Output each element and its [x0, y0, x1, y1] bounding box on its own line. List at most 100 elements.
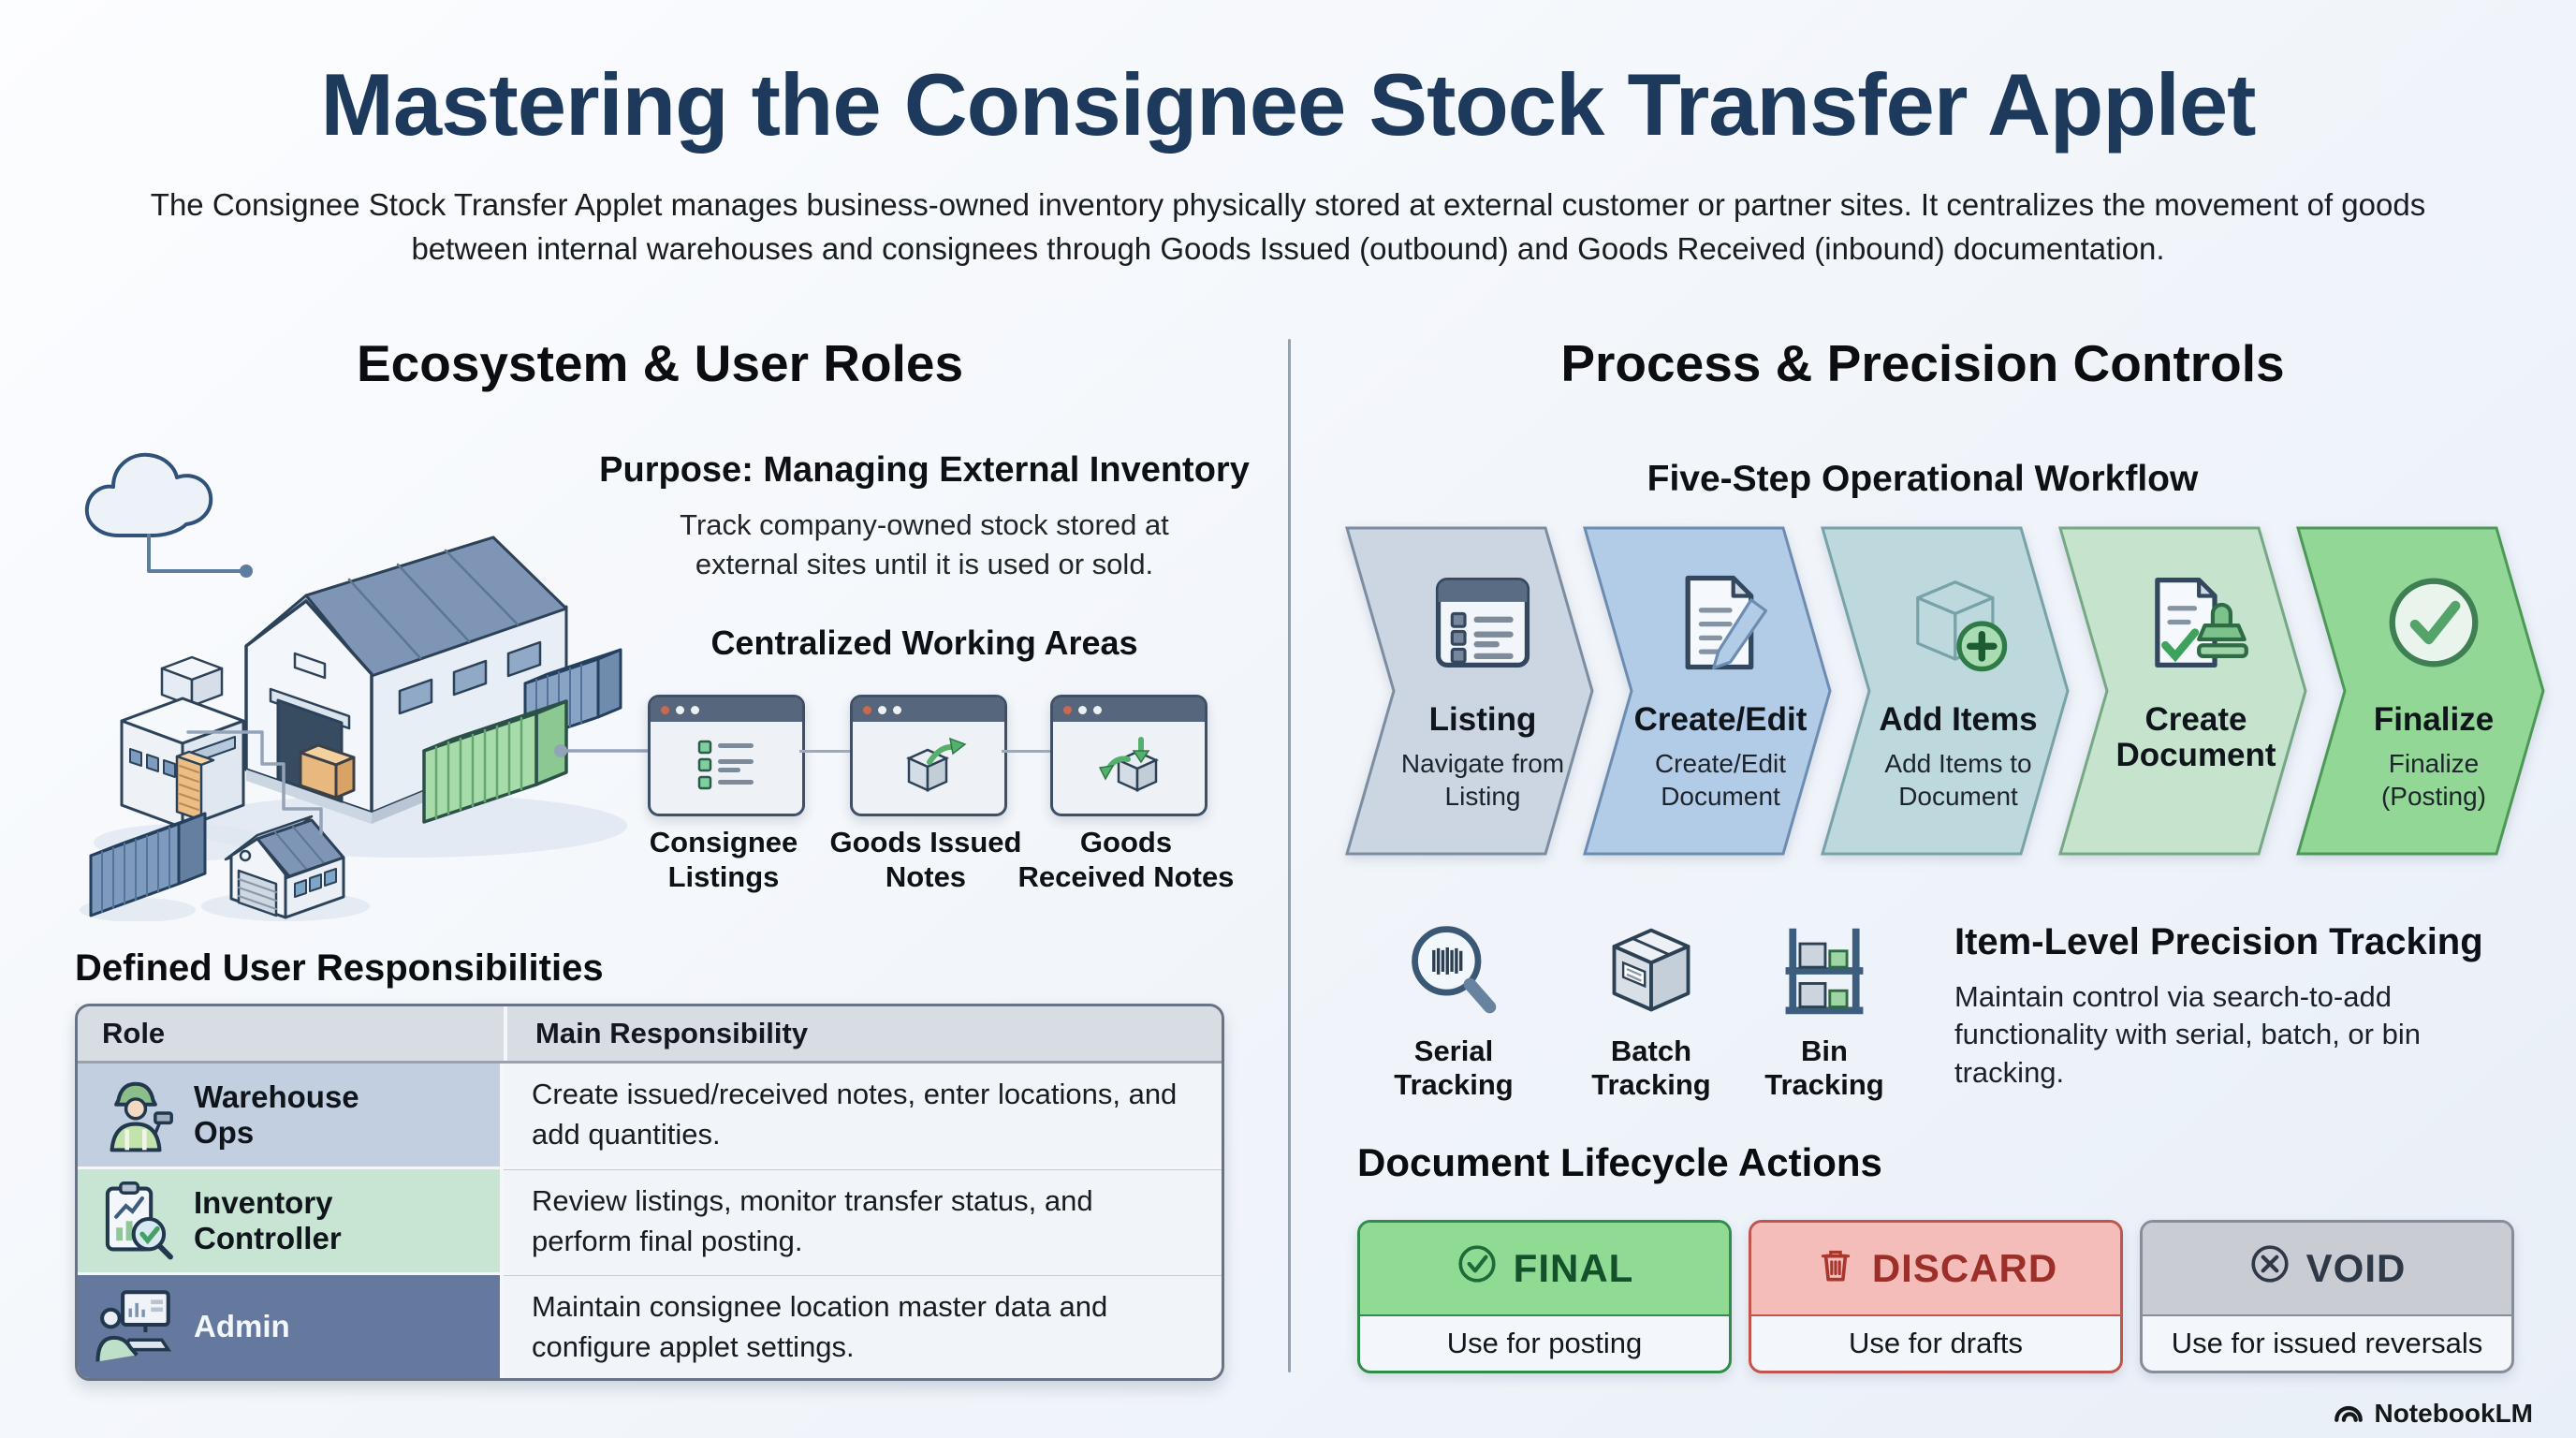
document-stamp-icon [2142, 550, 2250, 695]
discard-action-header: DISCARD [1751, 1223, 2120, 1316]
column-header-role: Role [102, 1017, 166, 1049]
box-arrow-in-icon [1053, 722, 1205, 808]
consignee-listings-label: Consignee Listings [649, 826, 798, 893]
table-header-row: Role Main Responsibility [78, 1006, 1222, 1064]
notebooklm-wordmark: NotebookLM [2374, 1399, 2533, 1428]
responsibilities-table: Role Main Responsibility Warehouse Ops [75, 1004, 1224, 1381]
window-dot-icon [893, 705, 901, 714]
shelf-rack-icon [1775, 928, 1874, 1024]
void-action-header: VOID [2143, 1223, 2511, 1316]
tracking-info-block: Item-Level Precision Tracking Maintain c… [1954, 921, 2525, 1092]
table-row: Inventory Controller Review listings, mo… [78, 1167, 1222, 1272]
responsibility-cell: Create issued/received notes, enter loca… [504, 1064, 1222, 1167]
trash-icon [1814, 1242, 1857, 1295]
clipboard-magnifier-icon [95, 1178, 177, 1265]
step-title: Finalize [2373, 701, 2495, 738]
purpose-heading: Purpose: Managing External Inventory [599, 450, 1250, 490]
discard-action-label: DISCARD [1871, 1246, 2058, 1290]
batch-tracking-label: Batch Tracking [1591, 1034, 1711, 1101]
window-dot-icon [878, 705, 886, 714]
window-dot-icon [661, 705, 669, 714]
window-titlebar [651, 697, 802, 722]
void-action-card: VOID Use for issued reversals [2140, 1220, 2514, 1373]
void-action-label: VOID [2305, 1246, 2407, 1290]
box-arrow-out-icon [853, 722, 1004, 808]
void-action-note: Use for issued reversals [2171, 1326, 2483, 1359]
check-circle-icon [2379, 550, 2488, 695]
step-title: Create Document [2115, 701, 2276, 773]
role-cell: Inventory Controller [78, 1169, 504, 1272]
warehouse-network-illustration [70, 423, 651, 922]
window-dot-icon [1078, 705, 1087, 714]
window-titlebar [1053, 697, 1205, 722]
serial-tracking-label: Serial Tracking [1394, 1034, 1514, 1101]
notebooklm-brand: NotebookLM [2333, 1397, 2533, 1431]
step-title: Add Items [1879, 701, 2038, 738]
role-label: Inventory Controller [194, 1185, 342, 1255]
check-circle-icon [1456, 1242, 1499, 1295]
warehouse-worker-icon [95, 1072, 177, 1159]
step-subtitle: Add Items to Document [1884, 748, 2032, 811]
workflow-step-create-edit: Create/Edit Create/Edit Document [1583, 526, 1832, 856]
tracking-heading: Item-Level Precision Tracking [1954, 921, 2483, 962]
admin-computer-icon [95, 1284, 177, 1371]
goods-issued-notes-card [850, 695, 1007, 816]
lifecycle-heading: Document Lifecycle Actions [1357, 1140, 1882, 1184]
box-plus-icon [1904, 550, 2012, 695]
step-title: Create/Edit [1633, 701, 1808, 738]
responsibility-cell: Maintain consignee location master data … [504, 1275, 1222, 1378]
goods-received-notes-label: Goods Received Notes [1017, 826, 1235, 893]
final-action-label: FINAL [1513, 1246, 1634, 1290]
discard-action-note: Use for drafts [1848, 1326, 2024, 1359]
responsibilities-heading: Defined User Responsibilities [75, 947, 604, 989]
window-dot-icon [863, 705, 871, 714]
window-dot-icon [1093, 705, 1102, 714]
barcode-magnifier-icon [1404, 926, 1503, 1024]
card-connector-line [799, 750, 850, 753]
left-section-heading: Ecosystem & User Roles [356, 334, 964, 392]
column-header-responsibility: Main Responsibility [504, 1006, 1222, 1061]
working-areas-heading: Centralized Working Areas [710, 624, 1138, 662]
step-subtitle: Finalize (Posting) [2380, 748, 2487, 811]
workflow-step-listing: Listing Navigate from Listing [1345, 526, 1594, 856]
workflow-step-add-items: Add Items Add Items to Document [1821, 526, 2070, 856]
batch-tracking-item: Batch Tracking [1576, 921, 1726, 1102]
page-subtitle: The Consignee Stock Transfer Applet mana… [150, 187, 2426, 266]
final-action-card: FINAL Use for posting [1357, 1220, 1732, 1373]
window-dot-icon [676, 705, 684, 714]
step-title: Listing [1428, 701, 1537, 738]
role-label: Warehouse Ops [194, 1079, 359, 1150]
window-titlebar [853, 697, 1004, 722]
x-circle-icon [2248, 1242, 2291, 1295]
table-row: Warehouse Ops Create issued/received not… [78, 1064, 1222, 1167]
window-dot-icon [1063, 705, 1072, 714]
step-subtitle: Create/Edit Document [1654, 748, 1787, 811]
window-dot-icon [691, 705, 699, 714]
warehouse-illustration-graphic [80, 452, 649, 922]
listing-window-icon [651, 722, 802, 808]
role-label: Admin [194, 1309, 290, 1344]
serial-tracking-item: Serial Tracking [1379, 921, 1529, 1102]
step-subtitle: Navigate from Listing [1400, 748, 1565, 811]
right-section-heading: Process & Precision Controls [1560, 334, 2285, 392]
role-cell: Admin [78, 1275, 504, 1378]
consignee-listings-card [648, 695, 805, 816]
workflow-step-finalize: Finalize Finalize (Posting) [2296, 526, 2545, 856]
purpose-block: Purpose: Managing External Inventory Tra… [599, 450, 1250, 583]
responsibility-cell: Review listings, monitor transfer status… [504, 1169, 1222, 1272]
bin-tracking-label: Bin Tracking [1764, 1034, 1884, 1101]
workflow-heading: Five-Step Operational Workflow [1647, 459, 2199, 499]
document-pencil-icon [1666, 550, 1775, 695]
batch-box-icon [1602, 928, 1701, 1024]
discard-action-card: DISCARD Use for drafts [1749, 1220, 2123, 1373]
notebooklm-logo-icon [2333, 1397, 2364, 1431]
table-row: Admin Maintain consignee location master… [78, 1272, 1222, 1378]
purpose-body: Track company-owned stock stored at exte… [680, 507, 1169, 580]
page-title: Mastering the Consignee Stock Transfer A… [320, 55, 2257, 154]
final-action-note: Use for posting [1446, 1326, 1643, 1359]
tracking-body: Maintain control via search-to-add funct… [1954, 980, 2421, 1089]
workflow-step-create-document: Create Document [2058, 526, 2307, 856]
goods-issued-notes-label: Goods Issued Notes [829, 826, 1022, 893]
bin-tracking-item: Bin Tracking [1749, 921, 1899, 1102]
